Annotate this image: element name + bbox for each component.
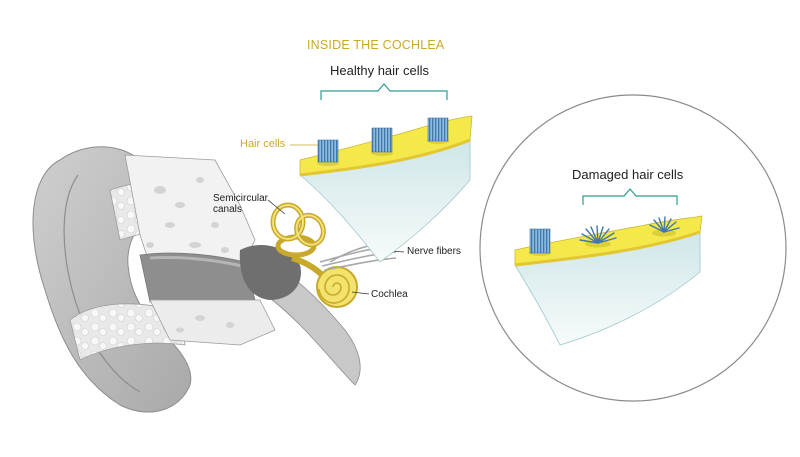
- damaged-bracket: [582, 188, 678, 205]
- semicircular-canals-label: Semicircular canals: [213, 193, 268, 215]
- healthy-cochlea-section: [299, 83, 473, 263]
- healthy-hair-bundle: [427, 117, 449, 144]
- damaged-hair-bundle: [649, 216, 680, 237]
- healthy-hair-bundle: [371, 127, 393, 156]
- nerve-fibers-label: Nerve fibers: [407, 246, 461, 257]
- cochlea-snail: [316, 266, 358, 308]
- healthy-hair-cells-label: Healthy hair cells: [330, 63, 429, 78]
- hair-cells-label: Hair cells: [240, 138, 286, 150]
- cochlea-label: Cochlea: [371, 289, 408, 300]
- healthy-bracket: [320, 83, 448, 100]
- healthy-hair-bundle: [317, 139, 339, 166]
- damaged-hair-bundle: [579, 225, 617, 248]
- inner-ear: [270, 202, 397, 308]
- damaged-cochlea-section: [479, 94, 787, 402]
- semicircular-label-line2: canals: [213, 204, 242, 215]
- ear-cross-section: [32, 146, 361, 413]
- semicircular-label-line1: Semicircular: [213, 193, 269, 204]
- intact-hair-bundle: [529, 228, 551, 256]
- damaged-hair-cells-label: Damaged hair cells: [572, 167, 684, 182]
- diagram-title: INSIDE THE COCHLEA: [307, 38, 445, 52]
